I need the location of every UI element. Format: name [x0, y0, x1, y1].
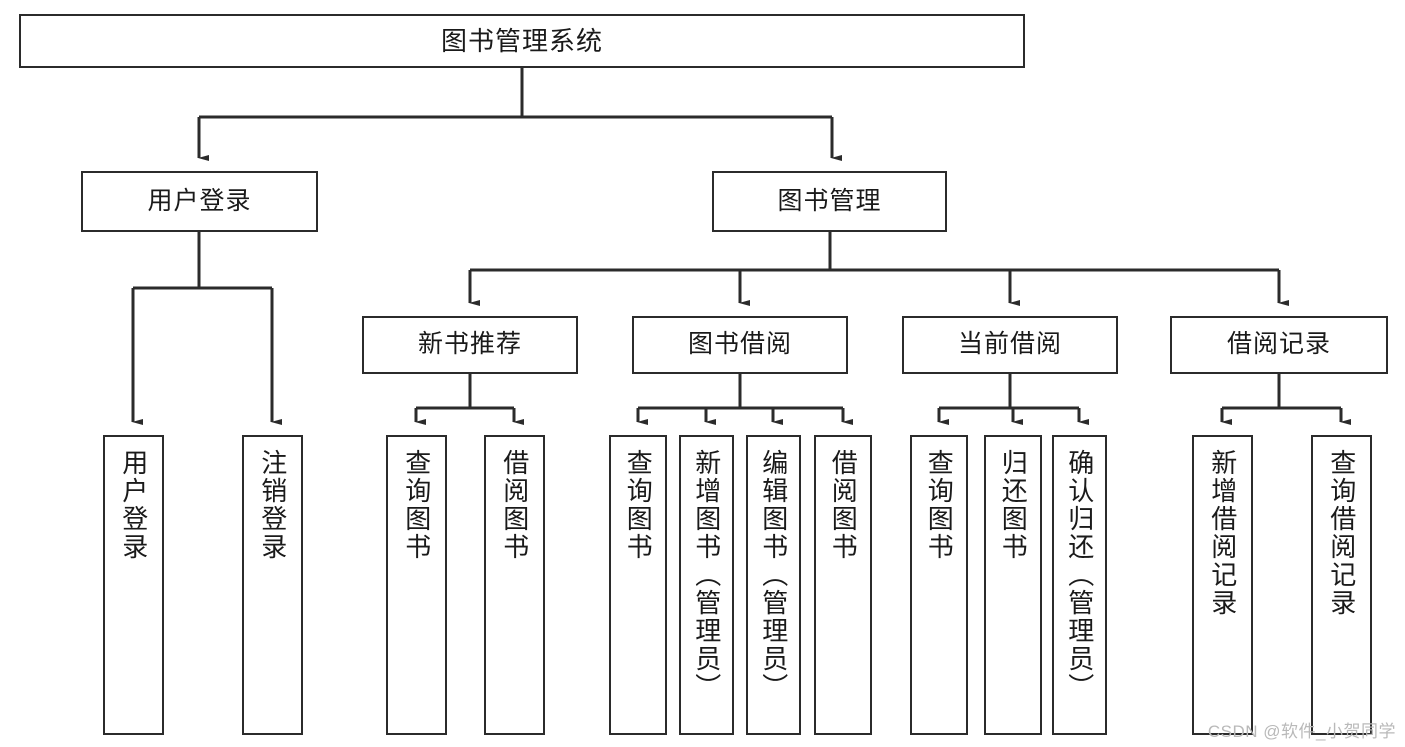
node-user-login-label: 用户登录: [147, 186, 252, 215]
node-root[interactable]: 图书管理系统: [19, 14, 1025, 68]
node-leaf-add-book[interactable]: 新增图书（管理员）: [679, 435, 734, 735]
node-leaf-confirm-return-label: 确认归还（管理员）: [1064, 449, 1095, 701]
node-leaf-add-record-label: 新增借阅记录: [1207, 449, 1238, 617]
node-book-borrow-label: 图书借阅: [687, 330, 792, 359]
node-leaf-logout[interactable]: 注销登录: [242, 435, 303, 735]
node-leaf-user-login-label: 用户登录: [118, 449, 149, 561]
node-leaf-return-book-label: 归还图书: [998, 449, 1029, 561]
node-new-book-recommend-label: 新书推荐: [417, 330, 522, 359]
node-leaf-query-book-3[interactable]: 查询图书: [910, 435, 968, 735]
node-leaf-query-book-1[interactable]: 查询图书: [386, 435, 447, 735]
node-borrow-record[interactable]: 借阅记录: [1170, 316, 1388, 374]
node-leaf-confirm-return[interactable]: 确认归还（管理员）: [1052, 435, 1107, 735]
node-book-manage-label: 图书管理: [777, 186, 882, 215]
node-leaf-query-book-3-label: 查询图书: [924, 449, 955, 561]
node-leaf-edit-book-label: 编辑图书（管理员）: [758, 449, 789, 701]
node-book-borrow[interactable]: 图书借阅: [632, 316, 848, 374]
watermark-text: CSDN @软件_小贺同学: [1207, 722, 1396, 741]
node-leaf-borrow-book-2-label: 借阅图书: [828, 449, 859, 561]
node-leaf-return-book[interactable]: 归还图书: [984, 435, 1042, 735]
node-leaf-user-login[interactable]: 用户登录: [103, 435, 164, 735]
node-leaf-borrow-book-2[interactable]: 借阅图书: [814, 435, 872, 735]
node-leaf-query-book-1-label: 查询图书: [401, 449, 432, 561]
node-book-manage[interactable]: 图书管理: [712, 171, 947, 232]
node-current-borrow[interactable]: 当前借阅: [902, 316, 1118, 374]
node-leaf-query-record[interactable]: 查询借阅记录: [1311, 435, 1372, 735]
node-leaf-query-record-label: 查询借阅记录: [1326, 449, 1357, 617]
node-root-label: 图书管理系统: [440, 25, 603, 56]
node-borrow-record-label: 借阅记录: [1226, 330, 1331, 359]
node-leaf-query-book-2[interactable]: 查询图书: [609, 435, 667, 735]
node-leaf-logout-label: 注销登录: [257, 449, 288, 561]
node-leaf-query-book-2-label: 查询图书: [623, 449, 654, 561]
node-leaf-edit-book[interactable]: 编辑图书（管理员）: [746, 435, 801, 735]
node-new-book-recommend[interactable]: 新书推荐: [362, 316, 578, 374]
node-leaf-borrow-book-1-label: 借阅图书: [499, 449, 530, 561]
node-current-borrow-label: 当前借阅: [957, 330, 1062, 359]
node-leaf-add-record[interactable]: 新增借阅记录: [1192, 435, 1253, 735]
node-leaf-add-book-label: 新增图书（管理员）: [691, 449, 722, 701]
node-user-login[interactable]: 用户登录: [81, 171, 318, 232]
node-leaf-borrow-book-1[interactable]: 借阅图书: [484, 435, 545, 735]
